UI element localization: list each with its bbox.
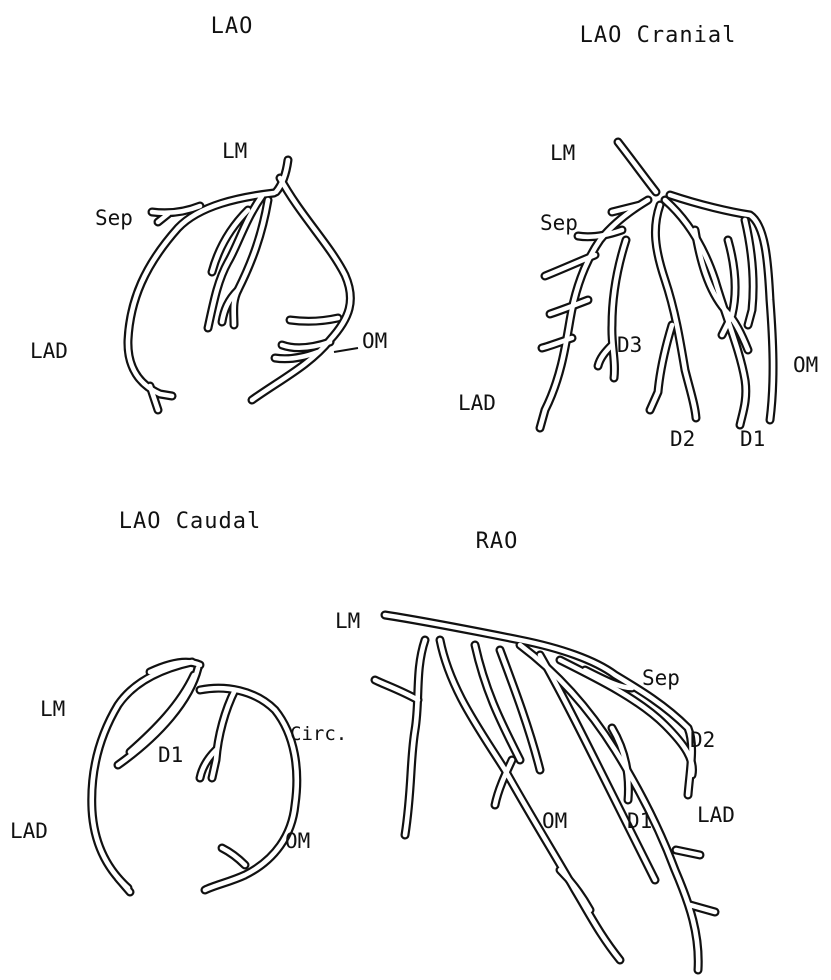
- lao-label-sep: Sep: [95, 206, 133, 230]
- lao-label-om: OM: [362, 329, 387, 353]
- panel-rao-title: RAO: [476, 529, 519, 554]
- panel-rao: RAO LM Sep D2 OM D1 LAD: [335, 529, 735, 970]
- panel-lao-cranial-title: LAO Cranial: [580, 23, 737, 48]
- rao-lad: [520, 645, 698, 970]
- lc-label-d3: D3: [617, 333, 642, 357]
- rao-label-d2: D2: [690, 728, 715, 752]
- rao-label-om: OM: [542, 809, 567, 833]
- panel-lao: LAO LM Sep LAD OM: [30, 14, 387, 410]
- lcd-label-d1: D1: [158, 743, 183, 767]
- lcd-label-lm: LM: [40, 697, 65, 721]
- lc-label-lm: LM: [550, 141, 575, 165]
- panel-lao-title: LAO: [211, 14, 254, 39]
- lc-lm-lumen: [618, 142, 656, 192]
- rao-lad-lumen: [520, 645, 698, 970]
- lao-om-pointer: [334, 348, 358, 352]
- panel-lao-caudal: LAO Caudal LM D1 Circ. LAD OM: [10, 509, 347, 892]
- rao-label-d1: D1: [627, 809, 652, 833]
- lc-label-d1: D1: [740, 427, 765, 451]
- panel-lao-cranial-vessels: [540, 142, 773, 428]
- rao-label-lad: LAD: [697, 803, 735, 827]
- lc-label-lad: LAD: [458, 391, 496, 415]
- panel-lao-caudal-vessels: [92, 662, 297, 892]
- lc-label-d2: D2: [670, 427, 695, 451]
- lc-label-om: OM: [793, 353, 818, 377]
- lao-label-lad: LAD: [30, 339, 68, 363]
- lao-lad-lumen: [128, 193, 274, 396]
- rao-om-d-lumen: [560, 870, 590, 910]
- lcd-label-circ: Circ.: [290, 723, 347, 745]
- lcd-label-om: OM: [285, 829, 310, 853]
- lc-d2-b-lumen: [650, 325, 672, 410]
- panel-lao-vessels: [128, 160, 350, 410]
- lao-label-lm: LM: [222, 139, 247, 163]
- lcd-circ-lumen: [200, 688, 297, 890]
- rao-label-sep: Sep: [642, 666, 680, 690]
- panel-lao-caudal-title: LAO Caudal: [119, 509, 261, 534]
- rao-circ-b-lumen: [375, 680, 418, 700]
- rao-label-lm: LM: [335, 609, 360, 633]
- lao-lad: [128, 193, 274, 396]
- lcd-label-lad: LAD: [10, 819, 48, 843]
- lc-label-sep: Sep: [540, 211, 578, 235]
- panel-lao-cranial: LAO Cranial LM Sep D3 LAD D2 D1 OM: [458, 23, 818, 451]
